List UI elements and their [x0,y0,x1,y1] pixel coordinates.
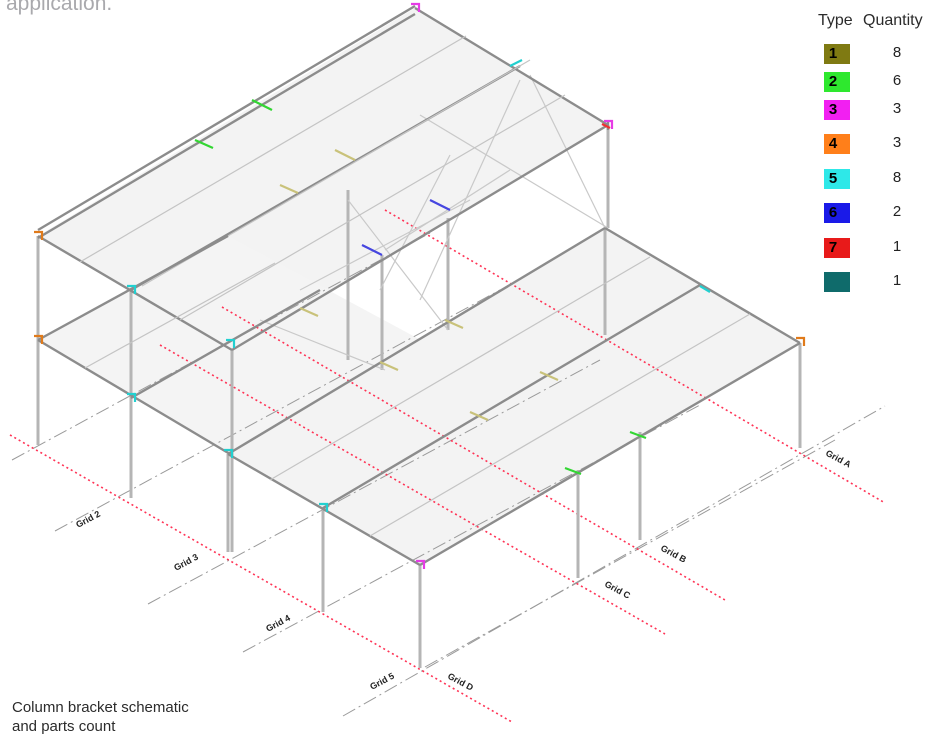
legend-row: 2 6 [820,72,930,94]
red-gridlines [9,209,886,723]
grid-d-label: Grid D [446,671,475,693]
legend-row: 1 [820,272,930,294]
legend-type: 4 [828,135,838,152]
legend-header-type: Type [818,12,853,29]
columns [36,125,802,668]
lower-deck-inner-beams [84,256,751,537]
cross-bracing [259,74,609,371]
legend-swatch [824,169,850,189]
caption-line-2: and parts count [12,718,116,735]
grid-4-label: Grid 4 [264,613,292,634]
top-text-fragment: application. [6,0,113,15]
legend-type: 1 [828,45,838,62]
legend-quantity: 3 [892,100,902,117]
legend-swatch [824,44,850,64]
grid-a-label: Grid A [824,448,853,470]
legend-quantity: 1 [892,238,902,255]
legend-row: 6 2 [820,203,930,225]
legend-type: 5 [828,170,838,187]
legend-quantity: 8 [892,169,902,186]
bracket-markers [34,2,806,569]
legend-swatch [824,238,850,258]
legend-quantity: 1 [892,272,902,289]
grid-2-label: Grid 2 [74,509,102,530]
legend-quantity: 2 [892,203,902,220]
caption-line-1: Column bracket schematic [12,699,189,716]
legend-swatch [824,272,850,292]
legend-quantity: 8 [892,44,902,61]
legend-type: 7 [828,239,838,256]
legend-row: 7 1 [820,238,930,260]
legend-header-quantity: Quantity [863,12,923,29]
legend-type: 6 [828,204,838,221]
legend-type: 2 [828,73,838,90]
legend-quantity: 6 [892,72,902,89]
legend-row: 1 8 [820,44,930,66]
legend-swatch [824,203,850,223]
legend-row: 5 8 [820,169,930,191]
legend-row: 3 3 [820,100,930,122]
legend-type: 3 [828,101,838,118]
legend-row: 4 3 [820,134,930,156]
caption: Column bracket schematic and parts count [12,698,189,736]
grid-b-label: Grid B [659,543,688,565]
grid-c-label: Grid C [603,579,632,601]
grid-3-label: Grid 3 [172,552,200,573]
legend-swatch [824,100,850,120]
legend-swatch [824,134,850,154]
legend-quantity: 3 [892,134,902,151]
legend-swatch [824,72,850,92]
lower-deck-beams [37,226,801,567]
